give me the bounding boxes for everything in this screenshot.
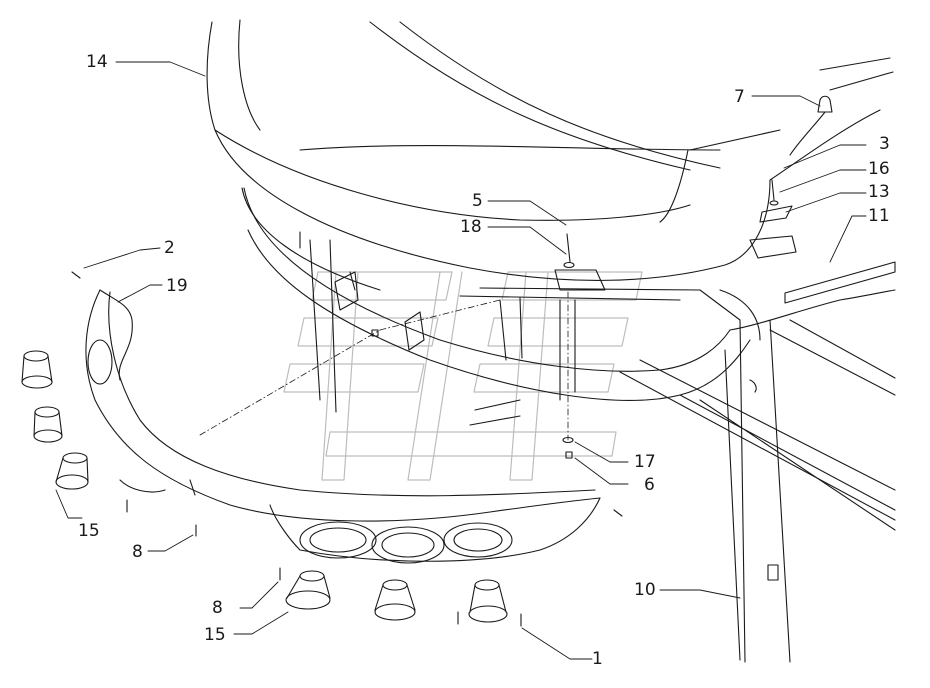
callout-15-bottom: 15 [204,625,226,645]
callout-8-left: 8 [132,542,143,562]
callout-19: 19 [166,276,188,296]
callout-8-bottom: 8 [212,598,223,618]
callout-5: 5 [472,191,483,211]
callout-7: 7 [734,87,745,107]
callout-18: 18 [460,217,482,237]
callout-1: 1 [592,649,603,669]
watermark-logo [283,271,643,481]
roof-frame [243,187,896,663]
fasteners [371,95,833,459]
callout-15-left: 15 [78,521,100,541]
rear-bumper [71,271,623,564]
exhaust-tips [21,350,522,627]
assembly-lines [199,291,569,441]
callout-2: 2 [164,238,175,258]
callout-6: 6 [644,475,655,495]
callout-14: 14 [86,52,108,72]
callout-3: 3 [879,134,890,154]
callout-10: 10 [634,580,656,600]
callout-17: 17 [634,452,656,472]
callout-16: 16 [868,159,890,179]
callout-13: 13 [868,182,890,202]
callout-11: 11 [868,206,890,226]
leader-lines [55,61,867,660]
